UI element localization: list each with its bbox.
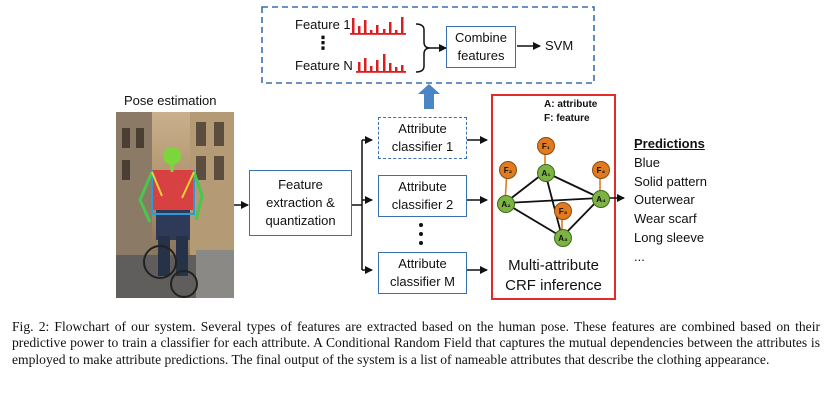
- crf-node-f2-label: F₂: [503, 165, 513, 175]
- classifier-1-line-2: classifier 1: [391, 139, 454, 154]
- predictions-header: Predictions: [634, 136, 705, 151]
- crf-node-f4: F₄: [592, 161, 610, 179]
- crf-node-f1: F₁: [537, 137, 555, 155]
- classifier-2-line-2: classifier 2: [391, 197, 454, 212]
- crf-node-a4-label: A₄: [596, 194, 606, 204]
- feature-box-line-1: Feature: [278, 177, 323, 192]
- classifier-1-box: Attribute classifier 1: [378, 117, 467, 159]
- histogram-feature-1: [350, 17, 406, 35]
- prediction-item-wear-scarf: Wear scarf: [634, 211, 697, 226]
- crf-legend-feature: F: feature: [544, 113, 590, 124]
- top-dashed-container: [261, 6, 595, 84]
- crf-node-a2: A₂: [497, 195, 515, 213]
- histogram-feature-n: [356, 54, 406, 73]
- prediction-item-solid-pattern: Solid pattern: [634, 174, 707, 189]
- feature-n-label: Feature N: [295, 58, 353, 73]
- crf-node-a1-label: A₁: [541, 168, 551, 178]
- feature-extraction-box: Feature extraction & quantization: [249, 170, 352, 236]
- crf-edges: [504, 171, 601, 238]
- crf-node-a2-label: A₂: [501, 199, 511, 209]
- combine-line-2: features: [457, 48, 505, 63]
- classifier-2-box: Attribute classifier 2: [378, 175, 467, 217]
- crf-node-f4-label: F₄: [596, 165, 606, 175]
- prediction-item-long-sleeve: Long sleeve: [634, 230, 705, 245]
- crf-node-a4: A₄: [592, 190, 610, 208]
- crf-node-a1: A₁: [537, 164, 555, 182]
- feature-vdots: ⋮: [314, 33, 332, 53]
- diagram-graphics: [116, 6, 625, 300]
- classifier-m-line-1: Attribute: [398, 256, 447, 271]
- combine-features-box: Combine features: [446, 26, 516, 68]
- crf-title-line-1: Multi-attribute: [508, 257, 599, 274]
- crf-legend-attribute: A: attribute: [544, 99, 598, 110]
- crf-node-a3: A₃: [554, 229, 572, 247]
- up-arrow: [418, 84, 440, 109]
- feature-box-line-3: quantization: [265, 213, 336, 228]
- crf-node-f2: F₂: [499, 161, 517, 179]
- feature-1-label: Feature 1: [295, 17, 351, 32]
- brace: [415, 23, 431, 73]
- crf-node-a3-label: A₃: [558, 233, 568, 243]
- prediction-item-blue: Blue: [634, 155, 661, 170]
- classifier-m-box: Attribute classifier M: [378, 252, 467, 294]
- classifier-m-line-2: classifier M: [389, 274, 455, 289]
- combine-line-1: Combine: [454, 30, 508, 45]
- classifier-1-line-1: Attribute: [398, 121, 447, 136]
- classifier-2-line-1: Attribute: [398, 179, 447, 194]
- classifier-dots: [419, 223, 423, 245]
- svm-label: SVM: [545, 38, 574, 53]
- pose-photo: [116, 112, 234, 298]
- pose-estimation-title: Pose estimation: [124, 93, 217, 108]
- crf-title-line-2: CRF inference: [505, 277, 602, 294]
- crf-node-f3-label: F₃: [558, 206, 568, 216]
- crf-node-f3: F₃: [554, 202, 572, 220]
- crf-box: [491, 94, 616, 300]
- crf-node-f1-label: F₁: [541, 141, 551, 151]
- feature-box-line-2: extraction &: [266, 195, 335, 210]
- prediction-item-outerwear: Outerwear: [634, 192, 695, 207]
- figure-caption: Fig. 2: Flowchart of our system. Several…: [12, 319, 820, 367]
- prediction-item-ellipsis: ...: [634, 249, 645, 264]
